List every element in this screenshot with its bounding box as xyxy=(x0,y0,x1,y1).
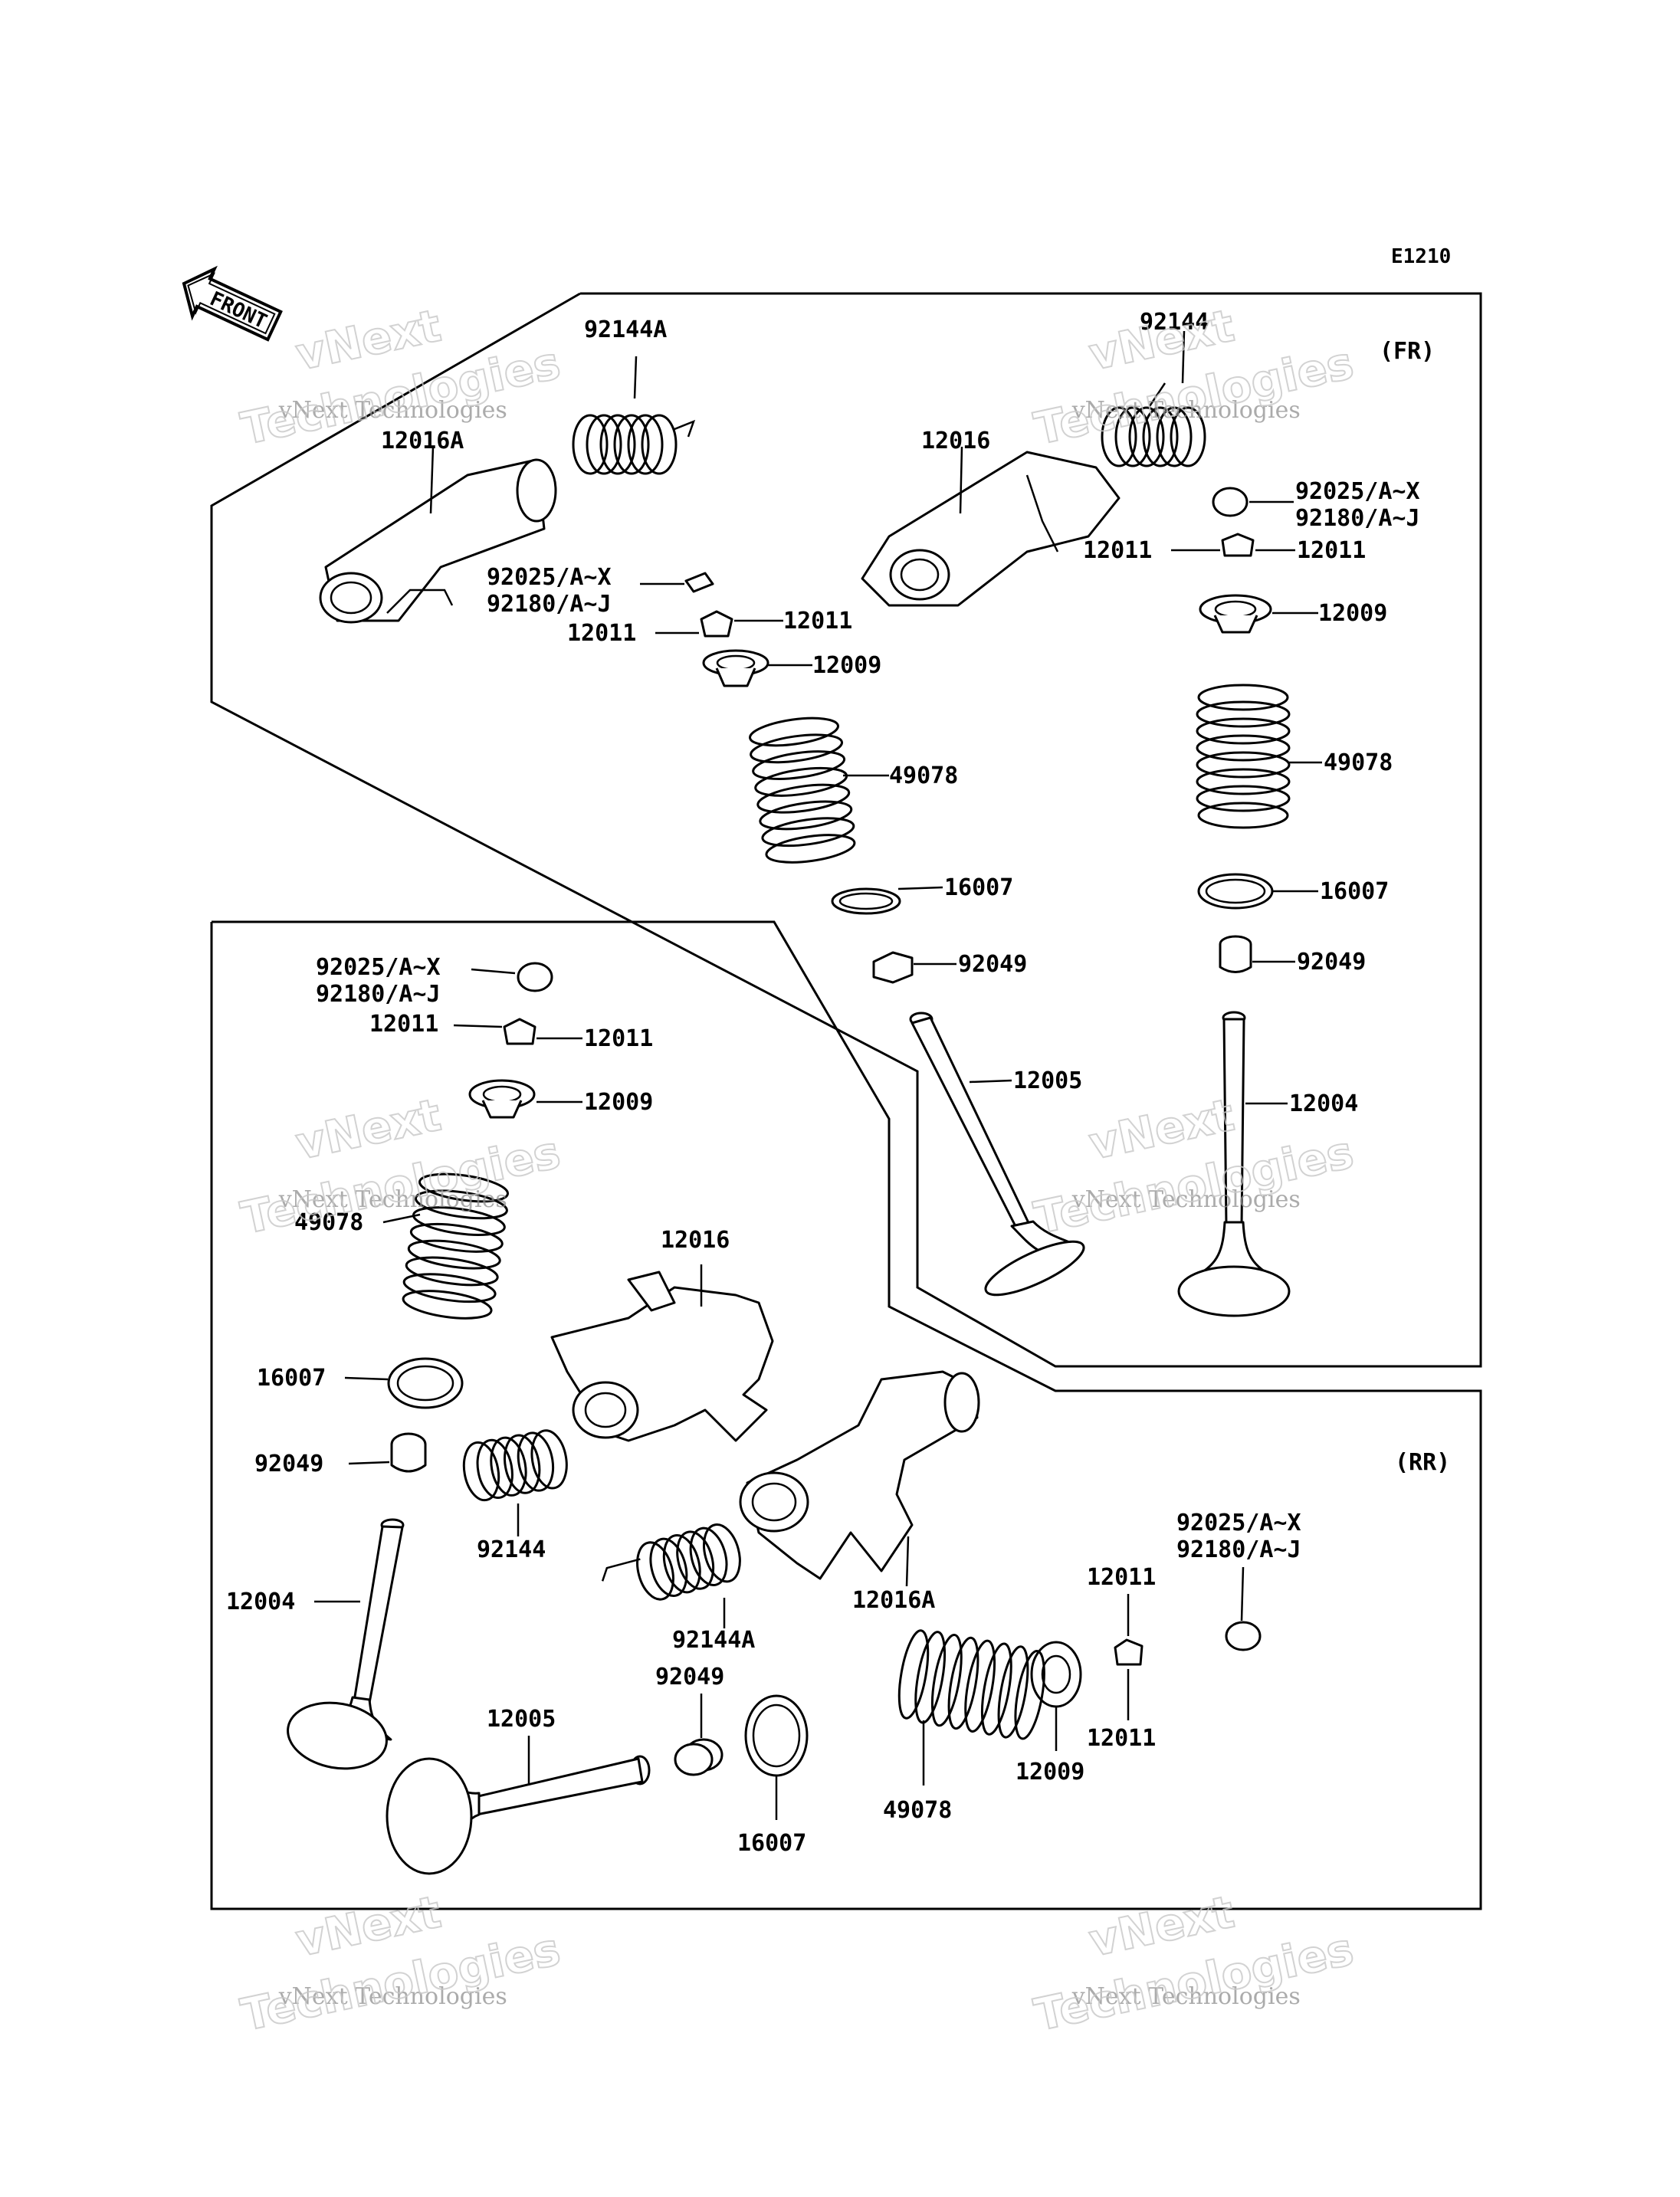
svg-text:vNext Technologies: vNext Technologies xyxy=(278,1983,507,2010)
valve-seal-92049-rr-b xyxy=(674,1738,724,1776)
svg-text:vNext Technologies: vNext Technologies xyxy=(1071,397,1301,424)
label-rr-12009: 12009 xyxy=(584,1089,653,1116)
label-rr-92144: 92144 xyxy=(477,1536,546,1563)
watermark-bottom-right: vNext vNext Technologies Technologies xyxy=(1029,1885,1359,2042)
diagram-code: E1210 xyxy=(1391,245,1451,268)
torsion-spring-92144 xyxy=(1101,382,1206,467)
label-fr-b-92049: 92049 xyxy=(1297,949,1366,976)
section-rr-label: (RR) xyxy=(1395,1449,1450,1476)
rocker-arm-12016-rr xyxy=(550,1271,774,1442)
label-fr-b-12011-l: 12011 xyxy=(1083,537,1152,564)
label-rr-b-49078: 49078 xyxy=(883,1797,952,1824)
valve-collet-12011-b xyxy=(1221,533,1255,557)
label-fr-92144a: 92144A xyxy=(584,316,667,343)
section-fr-label: (FR) xyxy=(1380,338,1435,365)
torsion-spring-92144a xyxy=(572,414,696,475)
label-rr-12016a: 12016A xyxy=(852,1587,935,1614)
spring-retainer-12009-rr xyxy=(468,1079,536,1119)
label-rr-12011-l: 12011 xyxy=(369,1011,438,1038)
valve-collet-12011-rr xyxy=(503,1018,536,1045)
svg-text:vNext Technologies: vNext Technologies xyxy=(1071,1186,1301,1213)
label-fr-92144: 92144 xyxy=(1140,309,1209,336)
label-rr-b-12009: 12009 xyxy=(1016,1759,1084,1785)
label-fr-b-49078: 49078 xyxy=(1324,749,1393,776)
label-fr-b-12011-r: 12011 xyxy=(1297,537,1366,564)
label-fr-a-12011-l: 12011 xyxy=(567,620,636,647)
label-rr-b-12011-t: 12011 xyxy=(1087,1564,1156,1591)
torsion-spring-92144a-rr xyxy=(601,1519,747,1605)
exhaust-valve-12005-fr xyxy=(909,1012,1085,1297)
rocker-arm-12016-fr xyxy=(861,451,1121,607)
label-fr-b-12009: 12009 xyxy=(1318,600,1387,627)
spring-retainer-12009-b xyxy=(1199,594,1272,634)
label-fr-a-92180: 92180/A~J xyxy=(487,591,612,618)
label-fr-b-92025: 92025/A~X xyxy=(1295,478,1420,505)
valve-spring-49078-b xyxy=(1196,684,1291,829)
valve-seal-92049-b xyxy=(1219,935,1252,973)
label-rr-92025: 92025/A~X xyxy=(316,954,441,981)
label-rr-16007: 16007 xyxy=(257,1365,326,1392)
label-rr-b-16007: 16007 xyxy=(737,1830,806,1857)
label-fr-b-16007: 16007 xyxy=(1320,878,1389,905)
spring-seat-16007-rr xyxy=(387,1357,464,1409)
torsion-spring-92144-rr xyxy=(458,1426,573,1504)
spring-seat-16007-a xyxy=(831,887,901,915)
valve-collet-12011-rr-b xyxy=(1114,1638,1144,1666)
label-rr-b-92180: 92180/A~J xyxy=(1176,1536,1301,1563)
valve-seal-92049-rr xyxy=(390,1432,427,1473)
intake-valve-12004-rr xyxy=(287,1518,405,1770)
label-fr-a-49078: 49078 xyxy=(889,762,958,789)
label-fr-b-92180: 92180/A~J xyxy=(1295,505,1420,532)
rocker-arm-12016a-rr xyxy=(739,1370,980,1580)
valve-collet-12011-a xyxy=(700,610,733,638)
svg-text:vNext Technologies: vNext Technologies xyxy=(278,1186,507,1213)
label-rr-b-92049: 92049 xyxy=(655,1664,724,1690)
label-rr-b-92025: 92025/A~X xyxy=(1176,1510,1301,1536)
valve-cotter-92025-b xyxy=(1212,487,1249,517)
rr-section-frame xyxy=(210,920,1482,1910)
label-fr-a-12011-r: 12011 xyxy=(783,608,852,635)
label-fr-12016a: 12016A xyxy=(381,428,464,454)
valve-cotter-92025-a xyxy=(684,572,714,593)
label-rr-92144a: 92144A xyxy=(672,1627,755,1654)
valve-spring-49078-rr-b xyxy=(892,1625,1052,1744)
label-rr-b-12005: 12005 xyxy=(487,1706,556,1733)
label-fr-a-92025: 92025/A~X xyxy=(487,564,612,591)
svg-text:vNext Technologies: vNext Technologies xyxy=(278,397,507,424)
spring-seat-16007-b xyxy=(1197,873,1274,910)
label-fr-12016: 12016 xyxy=(921,428,990,454)
label-rr-92049: 92049 xyxy=(254,1451,323,1477)
exhaust-valve-12005-rr xyxy=(386,1755,651,1875)
rocker-arm-12016a xyxy=(319,458,557,624)
valve-cotter-92025-rr-b xyxy=(1225,1621,1262,1651)
valve-seal-92049-a xyxy=(872,951,914,984)
label-rr-49078: 49078 xyxy=(294,1209,363,1236)
intake-valve-12004-fr xyxy=(1177,1011,1291,1317)
valve-cotter-92025-rr xyxy=(517,962,553,992)
svg-text:vNext Technologies: vNext Technologies xyxy=(1071,1983,1301,2010)
label-rr-12004: 12004 xyxy=(226,1589,295,1615)
spring-seat-16007-rr-b xyxy=(744,1694,809,1777)
label-fr-a-16007: 16007 xyxy=(944,874,1013,901)
label-fr-a-92049: 92049 xyxy=(958,951,1027,978)
label-rr-92180: 92180/A~J xyxy=(316,981,441,1008)
watermark-bottom-left: vNext vNext Technologies Technologies xyxy=(236,1885,566,2042)
label-rr-12016: 12016 xyxy=(661,1227,730,1254)
label-fr-b-12004: 12004 xyxy=(1289,1090,1358,1117)
spring-retainer-12009-a xyxy=(702,649,769,687)
front-arrow-icon: FRONT xyxy=(182,265,283,342)
label-rr-12011-r: 12011 xyxy=(584,1025,653,1052)
label-fr-a-12005: 12005 xyxy=(1013,1067,1082,1094)
label-fr-a-12009: 12009 xyxy=(812,652,881,679)
fr-section-frame xyxy=(210,292,1482,1368)
label-rr-b-12011-b: 12011 xyxy=(1087,1725,1156,1752)
valve-spring-49078-a xyxy=(745,712,859,869)
